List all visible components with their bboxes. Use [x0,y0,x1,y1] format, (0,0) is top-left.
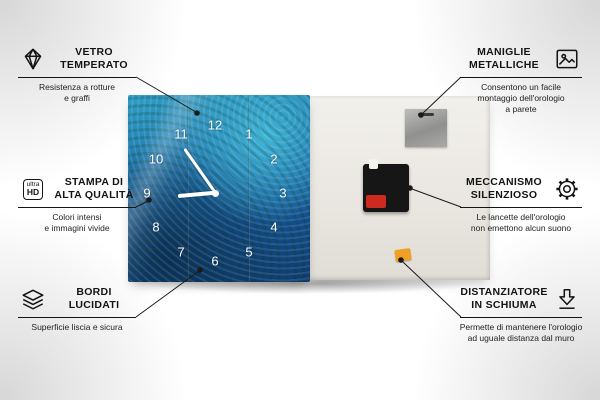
clock-numeral-8: 8 [152,219,160,235]
callout-underline [460,207,582,208]
clock-numeral-9: 9 [143,185,151,201]
callout-description: Superficie liscia e sicura [31,322,123,332]
callout-distanziatore-schiuma: DISTANZIATORE IN SCHIUMA Permette di man… [460,284,583,344]
clock-numeral-12: 12 [207,117,223,133]
clock-numeral-11: 11 [174,126,188,142]
callout-title: STAMPA DI ALTA QUALITÀ [54,176,134,201]
mechanism-hook [369,159,378,169]
callout-description: Consentono un facile montaggio dell'orol… [477,82,565,115]
callout-title: VETRO TEMPERATO [60,46,128,71]
clock-numeral-2: 2 [270,151,278,167]
callout-description: Le lancette dell'orologio non emettono a… [470,212,572,234]
layers-icon [18,286,48,312]
callout-underline [460,77,582,78]
glass-panel-gap [248,95,250,282]
glass-panel-gap [187,95,189,282]
callout-underline [18,317,136,318]
callout-meccanismo-silenzioso: MECCANISMO SILENZIOSO Le lancette dell'o… [460,174,582,234]
callout-maniglie-metalliche: MANIGLIE METALLICHE Consentono un facile… [460,44,582,115]
diamond-icon [18,46,48,72]
callout-title: MANIGLIE METALLICHE [469,46,539,71]
callout-underline [18,207,136,208]
picture-frame-icon [552,46,582,72]
clock-numeral-10: 10 [148,151,164,167]
clock-front-view: 12 1 2 3 4 5 6 7 8 9 10 11 [128,95,310,282]
clock-numeral-5: 5 [245,244,253,260]
clock-numeral-6: 6 [211,253,219,269]
battery [366,195,386,208]
clock-drop-shadow [140,278,480,294]
clock-back-view [308,96,490,280]
clock-numeral-1: 1 [245,126,253,142]
hour-hand [177,191,216,199]
callout-description: Permette di mantenere l'orologio ad ugua… [459,322,583,344]
hands-center-cap [211,189,219,197]
callout-title: MECCANISMO SILENZIOSO [466,176,542,201]
clock-numeral-7: 7 [177,244,185,260]
gear-icon [552,176,582,202]
clock-numeral-3: 3 [279,185,287,201]
foam-spacer [394,247,412,263]
callout-underline [460,317,582,318]
clock-numeral-4: 4 [270,219,278,235]
callout-description: Resistenza a rotture e graffi [38,82,116,104]
arrow-down-icon [552,286,582,312]
metal-hanger-plate [405,109,447,147]
callout-title: DISTANZIATORE IN SCHIUMA [460,286,548,311]
clock-mechanism [363,159,409,212]
callout-description: Colori intensi e immagini vivide [44,212,110,234]
hanger-slot [418,113,434,116]
callout-underline [18,77,136,78]
callout-vetro-temperato: VETRO TEMPERATO Resistenza a rotture e g… [18,44,136,104]
callout-title: BORDI LUCIDATI [68,286,120,311]
callout-bordi-lucidati: BORDI LUCIDATI Superficie liscia e sicur… [18,284,136,333]
